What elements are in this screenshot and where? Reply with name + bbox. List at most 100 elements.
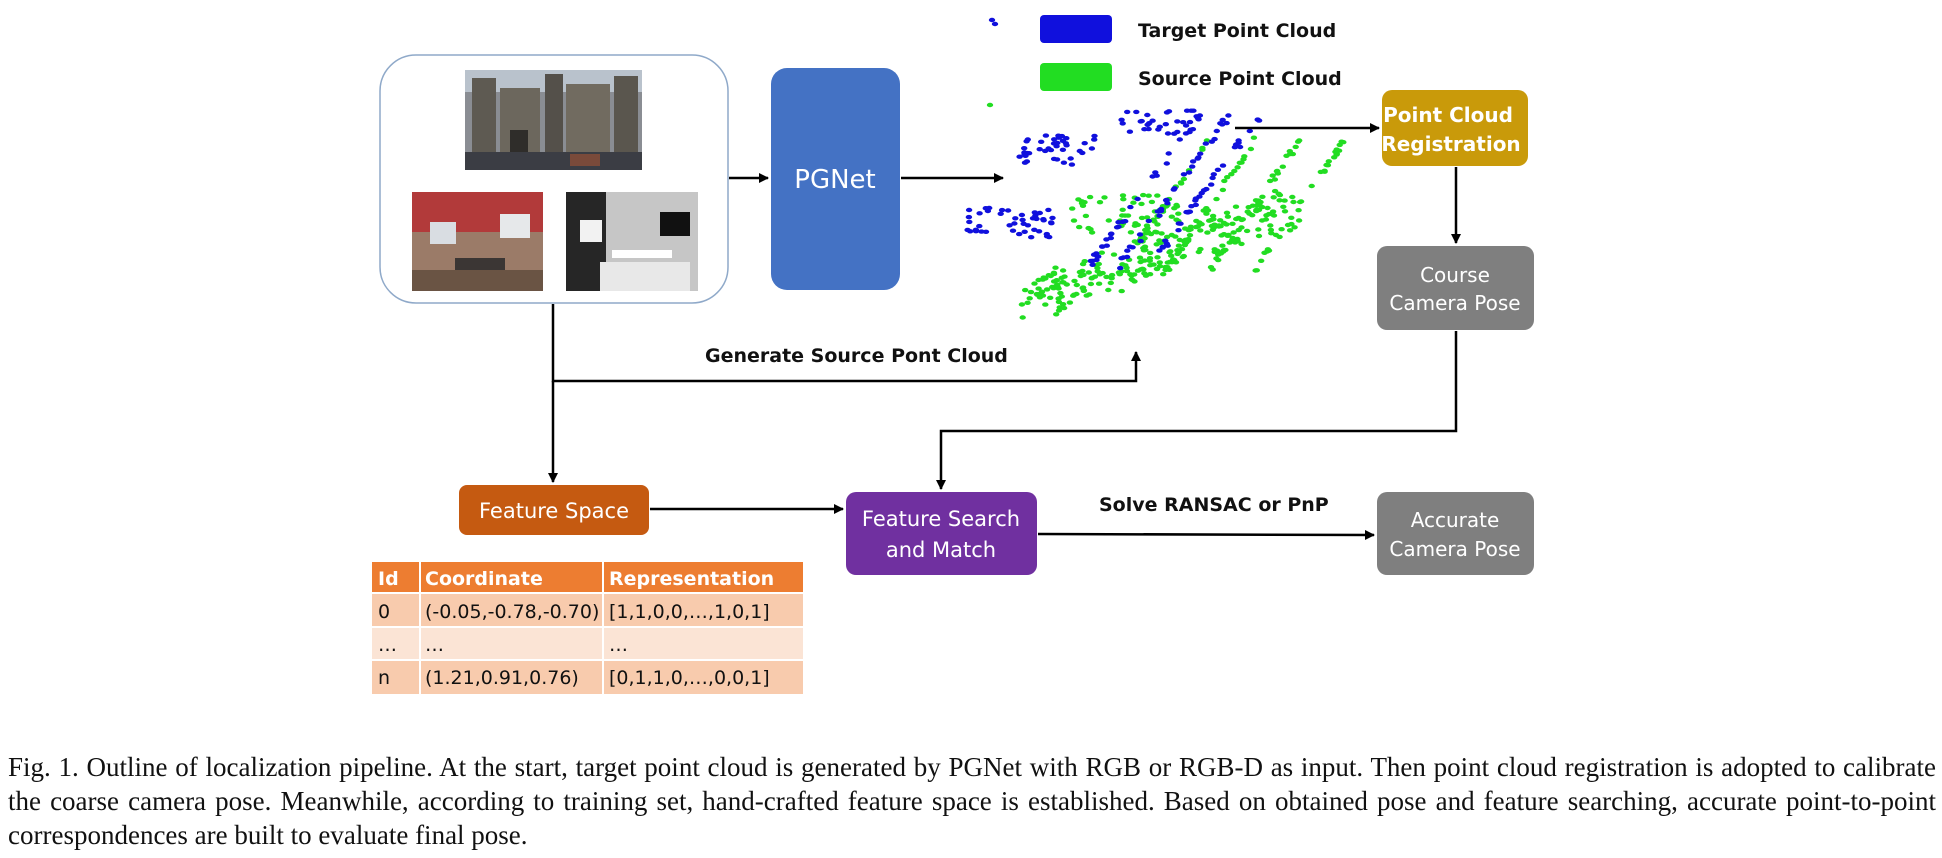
source-point [1268,231,1275,236]
target-point [1186,119,1194,125]
source-point [1059,302,1067,307]
table-row [372,660,803,694]
source-point [1211,247,1218,252]
source-point [1031,281,1038,286]
target-point [1022,153,1029,158]
source-point [1224,175,1231,180]
source-point [1219,187,1227,193]
source-point [1098,250,1106,255]
target-point [1198,190,1205,196]
target-point [1255,118,1263,123]
legend-target-label: Target Point Cloud [1138,20,1336,42]
target-point [965,207,973,213]
source-point [1331,155,1338,160]
source-point [1052,284,1059,289]
source-point [1195,249,1203,255]
source-point [1269,209,1277,214]
source-point [1118,288,1125,294]
source-point [1077,273,1085,279]
target-point [1219,163,1227,168]
source-point [1143,215,1151,220]
source-point [1224,233,1231,238]
source-point [1176,237,1184,243]
target-point [966,219,973,225]
source-point [1220,220,1228,226]
source-point [1047,273,1054,279]
source-point [1286,151,1294,157]
source-point [1219,243,1226,248]
target-point [1180,172,1188,177]
target-point [1171,131,1178,136]
source-point [1053,312,1060,317]
input-images-panel [379,54,729,304]
target-point [1081,141,1088,146]
target-point [1182,123,1190,128]
source-point [1153,242,1160,247]
source-point [1094,265,1101,271]
target-point [1136,232,1144,237]
source-point [1055,296,1062,301]
source-point [1258,258,1265,263]
legend-target-swatch [1040,15,1112,43]
target-point [1246,128,1254,134]
source-point [1156,260,1164,265]
source-point [1193,218,1200,224]
source-point [1134,268,1142,273]
source-point [1154,193,1161,198]
source-point [1122,263,1129,268]
table-cell: n [378,667,390,689]
source-point [1087,281,1095,287]
target-point [1016,231,1023,237]
target-point [1192,196,1200,201]
source-point [1255,227,1262,232]
source-point [1035,286,1042,291]
source-point [1266,178,1274,184]
target-point [972,229,980,234]
target-point [1225,113,1232,118]
target-point [1149,174,1156,179]
target-point [1050,141,1058,146]
generate-source-label: Generate Source Pont Cloud [705,345,1008,367]
accurate-label-line2: Camera Pose [1389,537,1520,561]
source-point [1228,172,1235,177]
target-point [1119,219,1126,224]
source-point [1276,234,1283,240]
target-point [1006,223,1013,228]
target-point [1134,196,1141,202]
source-point [1208,217,1215,223]
source-point [1273,169,1281,174]
target-point [1035,229,1043,234]
target-point [986,205,993,211]
target-point [1021,229,1028,234]
target-point [1180,120,1187,125]
target-point [1068,162,1076,167]
target-point [1158,206,1165,212]
target-point [1195,155,1202,160]
source-point [1156,264,1164,269]
source-point [1119,193,1127,198]
source-point [1039,277,1046,282]
source-point [1175,243,1183,248]
source-point [1286,228,1294,233]
target-point [1023,139,1030,144]
source-point [1071,278,1078,284]
source-point [1281,209,1289,214]
source-point [1058,275,1066,280]
target-point [1124,248,1131,253]
source-point [1142,273,1150,278]
source-point [1171,257,1178,263]
target-point [1184,210,1192,215]
source-point [1229,221,1236,226]
target-point [997,211,1004,216]
target-point [1176,137,1184,142]
target-point [1189,164,1196,169]
source-point [1262,217,1270,222]
source-point [1138,215,1146,221]
source-point [1255,198,1262,203]
source-point [1071,292,1078,297]
source-point [1075,197,1082,202]
source-point [1231,168,1238,174]
source-point [1085,270,1093,275]
target-point [1004,208,1012,213]
target-point [1165,151,1172,156]
